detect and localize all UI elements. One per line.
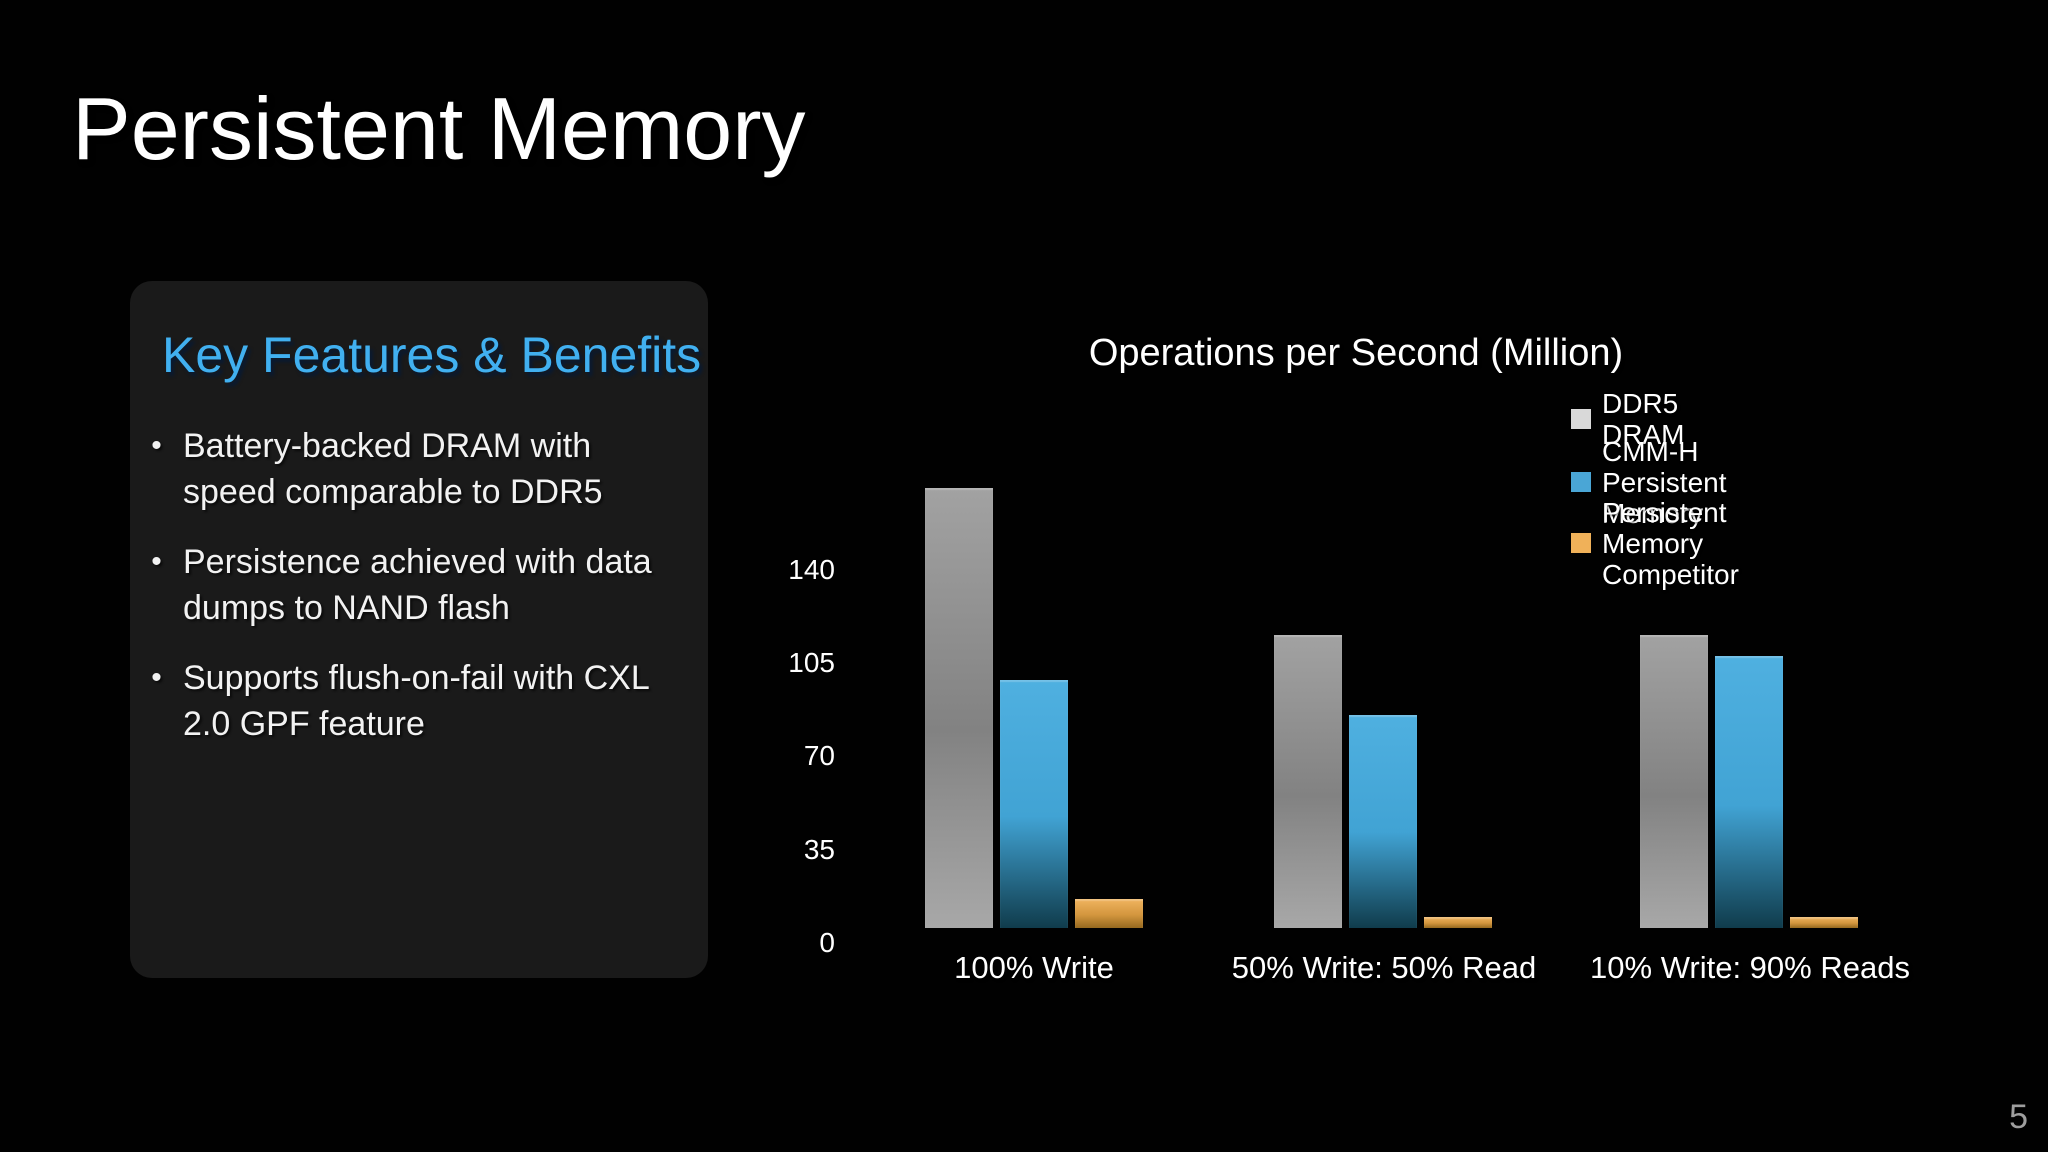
feature-bullet-3: • Supports flush-on-fail with CXL 2.0 GP… [130,655,690,747]
bar-cmm-h-persistent-memory-group-3 [1715,656,1783,928]
legend-item-cmm-h: CMM-H Persistent Memory [1571,436,1727,529]
bar-persistent-memory-competitor-group-3 [1790,917,1858,928]
bar-cmm-h-persistent-memory-group-1 [1000,680,1068,928]
page-number: 5 [2009,1098,2028,1136]
legend-item-ddr5-dram: DDR5 DRAM [1571,388,1684,450]
bar-ddr5-dram-group-2 [1274,635,1342,928]
legend-swatch-competitor [1571,533,1591,553]
features-bullet-list: • Battery-backed DRAM with speed compara… [130,423,690,747]
feature-bullet-1: • Battery-backed DRAM with speed compara… [130,423,690,515]
legend-item-competitor: Persistent Memory Competitor [1571,497,1739,590]
chart-title: Operations per Second (Million) [1088,332,1624,374]
bar-ddr5-dram-group-1 [925,488,993,928]
x-axis-label-3: 10% Write: 90% Reads [1590,950,1910,985]
bar-persistent-memory-competitor-group-2 [1424,917,1492,928]
y-axis-tick-0: 0 [819,927,835,958]
x-axis-label-2: 50% Write: 50% Read [1231,950,1537,985]
y-axis-tick-140: 140 [788,553,835,585]
legend-label-competitor: Persistent Memory Competitor [1602,496,1739,590]
legend-swatch-cmm-h [1571,472,1591,492]
y-axis-tick-35: 35 [803,833,835,865]
bullet-icon: • [151,661,162,694]
legend-label-ddr5-dram: DDR5 DRAM [1602,388,1685,450]
bar-cmm-h-persistent-memory-group-2 [1349,715,1417,928]
key-features-panel: Key Features & Benefits • Battery-backed… [130,281,708,978]
feature-bullet-3-text: Supports flush-on-fail with CXL 2.0 GPF … [183,659,650,743]
x-axis-label-1: 100% Write [954,950,1114,985]
y-axis-tick-70: 70 [803,740,835,772]
feature-bullet-1-text: Battery-backed DRAM with speed comparabl… [183,427,603,511]
legend-swatch-ddr5-dram [1571,409,1591,429]
bar-persistent-memory-competitor-group-1 [1075,899,1143,928]
y-axis-tick-105: 105 [788,647,835,679]
bullet-icon: • [151,545,162,578]
bullet-icon: • [151,429,162,462]
feature-bullet-2-text: Persistence achieved with data dumps to … [183,543,652,627]
legend-label-cmm-h: CMM-H Persistent Memory [1602,435,1727,529]
bar-ddr5-dram-group-3 [1640,635,1708,928]
page-title: Persistent Memory [72,79,806,178]
features-heading: Key Features & Benefits [162,327,702,383]
feature-bullet-2: • Persistence achieved with data dumps t… [130,539,690,631]
